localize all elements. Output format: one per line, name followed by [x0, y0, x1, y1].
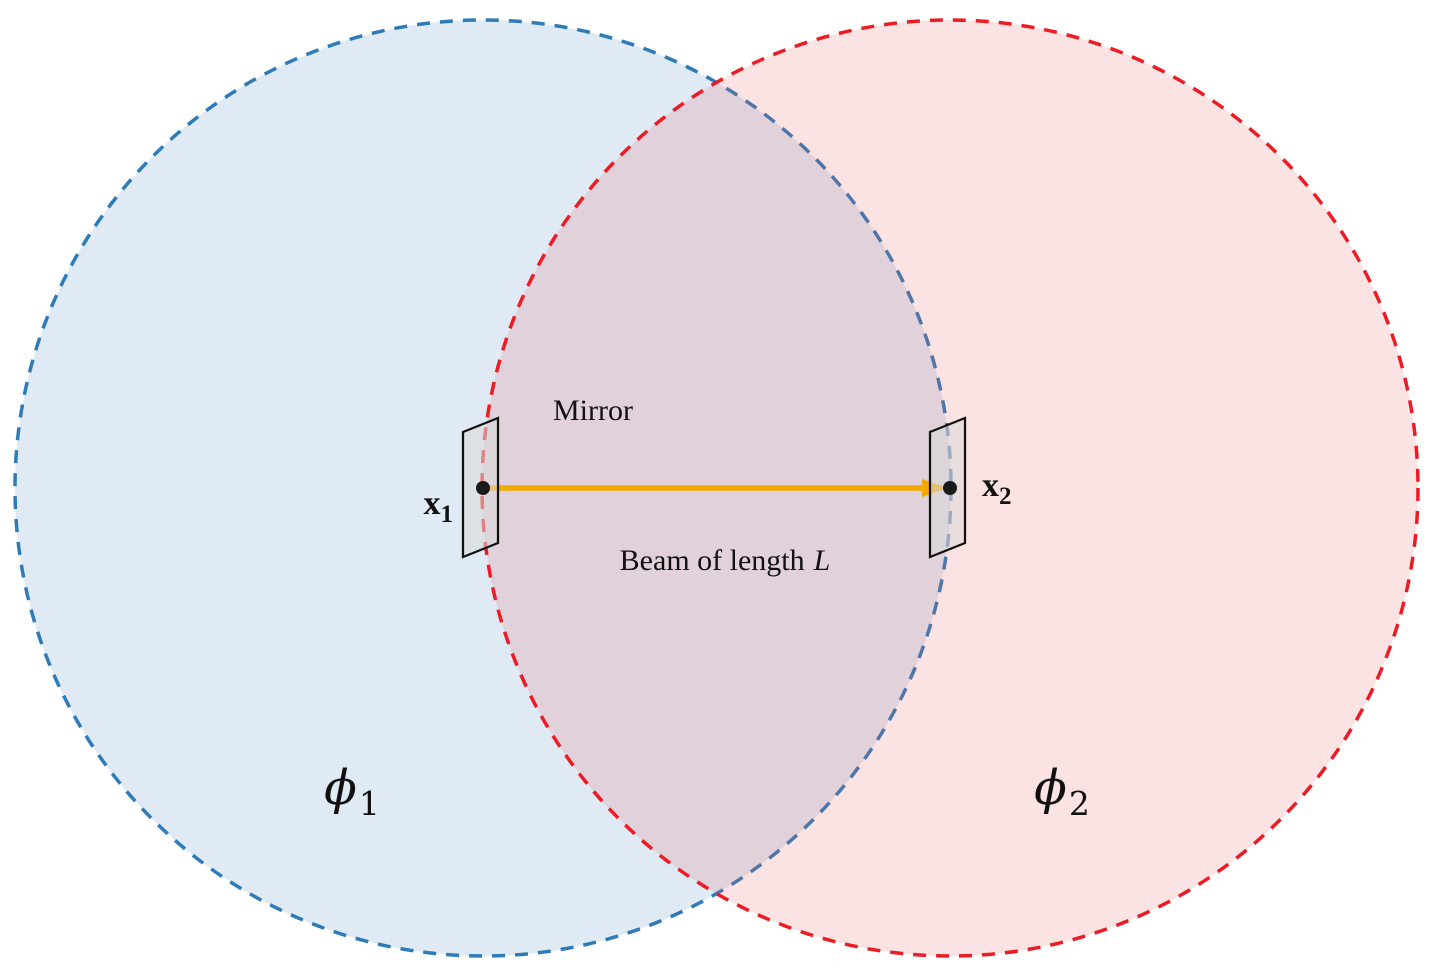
phi2-base: ϕ	[1034, 760, 1067, 816]
point-x2	[943, 481, 957, 495]
phi1-base: ϕ	[324, 760, 357, 816]
x2-label-subscript: 2	[999, 483, 1012, 510]
beam-length-symbol: L	[813, 544, 831, 577]
x2-label-base: x	[982, 467, 999, 504]
beam-label-text: Beam of length	[620, 544, 805, 577]
x1-label-subscript: 1	[441, 501, 454, 528]
mirror-label: Mirror	[553, 394, 633, 427]
phi2-label: ϕ2	[1034, 760, 1090, 823]
x1-label: x1	[424, 485, 454, 528]
phi1-subscript: 1	[359, 784, 380, 823]
phi1-label: ϕ1	[324, 760, 380, 823]
phi2-subscript: 2	[1069, 784, 1090, 823]
x2-label: x2	[982, 467, 1012, 510]
x1-label-base: x	[424, 485, 441, 522]
point-x1	[476, 481, 490, 495]
